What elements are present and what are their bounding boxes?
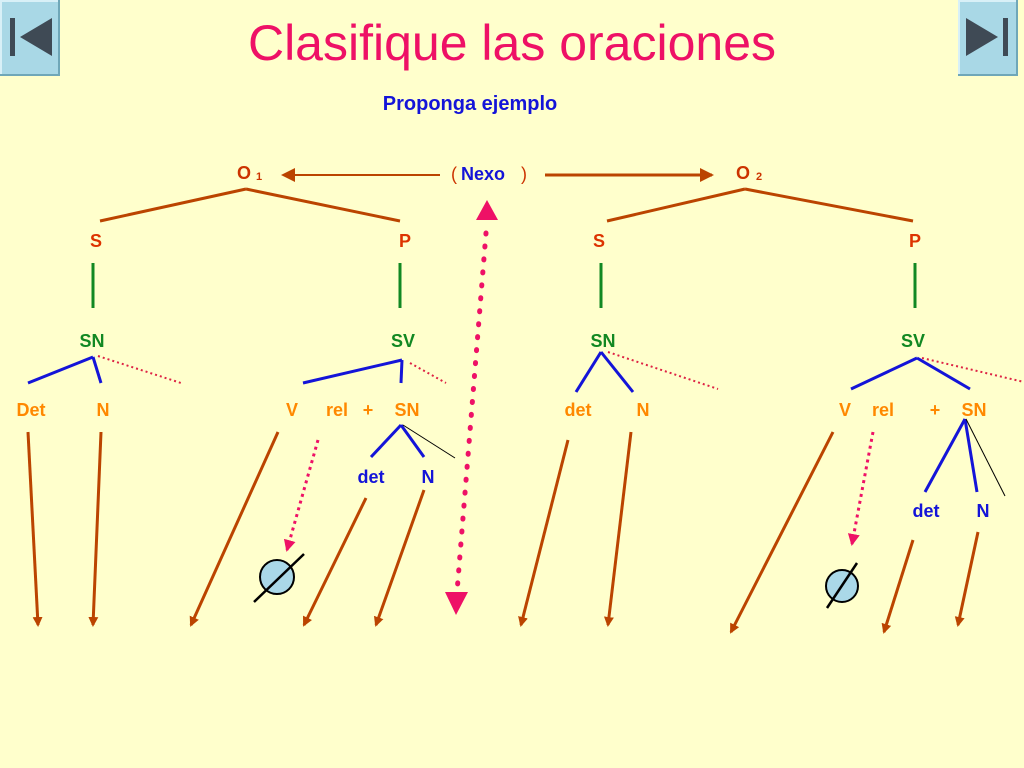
o1-rel-dotted-arrow [283,439,320,552]
o2-inner-thin-branch [965,418,1006,497]
o1-to-p-branch [245,187,401,223]
o2-inner-det-label: det [913,501,940,521]
o1-sv-dotted-branch [409,362,447,384]
o2-inner-n-arrow [954,531,980,627]
pink-dotted-link [454,230,489,595]
o2-sn-n-branch [599,351,635,393]
o2-v-arrow [729,431,835,634]
o2-subject-label: S [593,231,605,251]
o1-sv-sn-branch [399,359,404,384]
o1-v-arrow [189,431,280,627]
nexo-label: Nexo [461,164,505,184]
o2-inner-det-arrow [881,539,915,634]
o1-to-s-branch [99,187,247,223]
o2-n-label: N [637,400,650,420]
o2-v-label: V [839,400,851,420]
o1-inner-n-label: N [422,467,435,487]
o2-sv-label: SV [901,331,925,351]
first-slide-icon [10,18,52,56]
o1-sn-label: SN [79,331,104,351]
o2-sv-v-branch [850,356,918,391]
o2-index: 2 [756,171,762,183]
o2-det-arrow [518,439,570,627]
o2-to-p-branch [744,187,914,223]
last-slide-icon [966,18,1008,56]
o1-det-arrow [26,431,43,627]
o2-n-arrow [603,431,633,627]
o2-inner-n-label: N [977,501,990,521]
o1-inner-det-label: det [358,467,385,487]
o1-subject-label: S [90,231,102,251]
o2-inner-n-branch [963,418,979,493]
o1-sn-n-branch [91,356,103,384]
o2-inner-sn-label: SN [961,400,986,420]
slide-title: Clasifique las oraciones [247,15,777,71]
o2-label: O [736,163,750,183]
o1-sv-v-branch [302,358,403,385]
o2-plus-label: + [930,400,941,420]
o1-inner-n-branch [399,424,426,458]
o2-sn-dotted-branch [607,351,719,390]
o2-predicate-label: P [909,231,921,251]
o2-rel-label: rel [872,400,894,420]
o2-sn-label: SN [590,331,615,351]
o1-n-arrow [88,431,103,627]
pink-arrowhead-up [476,200,498,220]
pink-arrowhead-down [445,592,468,615]
o1-inner-det-arrow [302,497,368,627]
o1-predicate-label: P [399,231,411,251]
o1-inner-n-arrow [373,489,426,627]
o1-det-label: Det [16,400,45,420]
slide-subtitle: Proponga ejemplo [382,93,558,115]
null-set-icon [253,553,305,603]
o1-inner-det-branch [369,423,403,459]
first-slide-button[interactable] [0,0,60,76]
o1-v-label: V [286,400,298,420]
o1-sn-dotted-branch [97,355,182,384]
o1-label: O [237,163,251,183]
o2-sn-det-branch [574,351,603,393]
o2-rel-dotted-arrow [847,431,875,546]
o2-to-s-branch [606,187,746,223]
nexo-open-paren: ( [451,164,457,184]
nexo-close-paren: ) [521,164,527,184]
o1-inner-thin-branch [402,424,456,459]
o1-rel-label: rel [326,400,348,420]
o2-inner-det-branch [923,418,967,493]
null-set-icon [825,562,859,609]
o2-det-label: det [565,400,592,420]
o1-index: 1 [256,171,262,183]
o1-inner-sn-label: SN [394,400,419,420]
o1-sn-det-branch [27,355,94,385]
o1-sv-label: SV [391,331,415,351]
last-slide-button[interactable] [958,0,1018,76]
o1-n-label: N [97,400,110,420]
o1-plus-label: + [363,400,374,420]
o2-sv-sn-branch [916,356,971,391]
